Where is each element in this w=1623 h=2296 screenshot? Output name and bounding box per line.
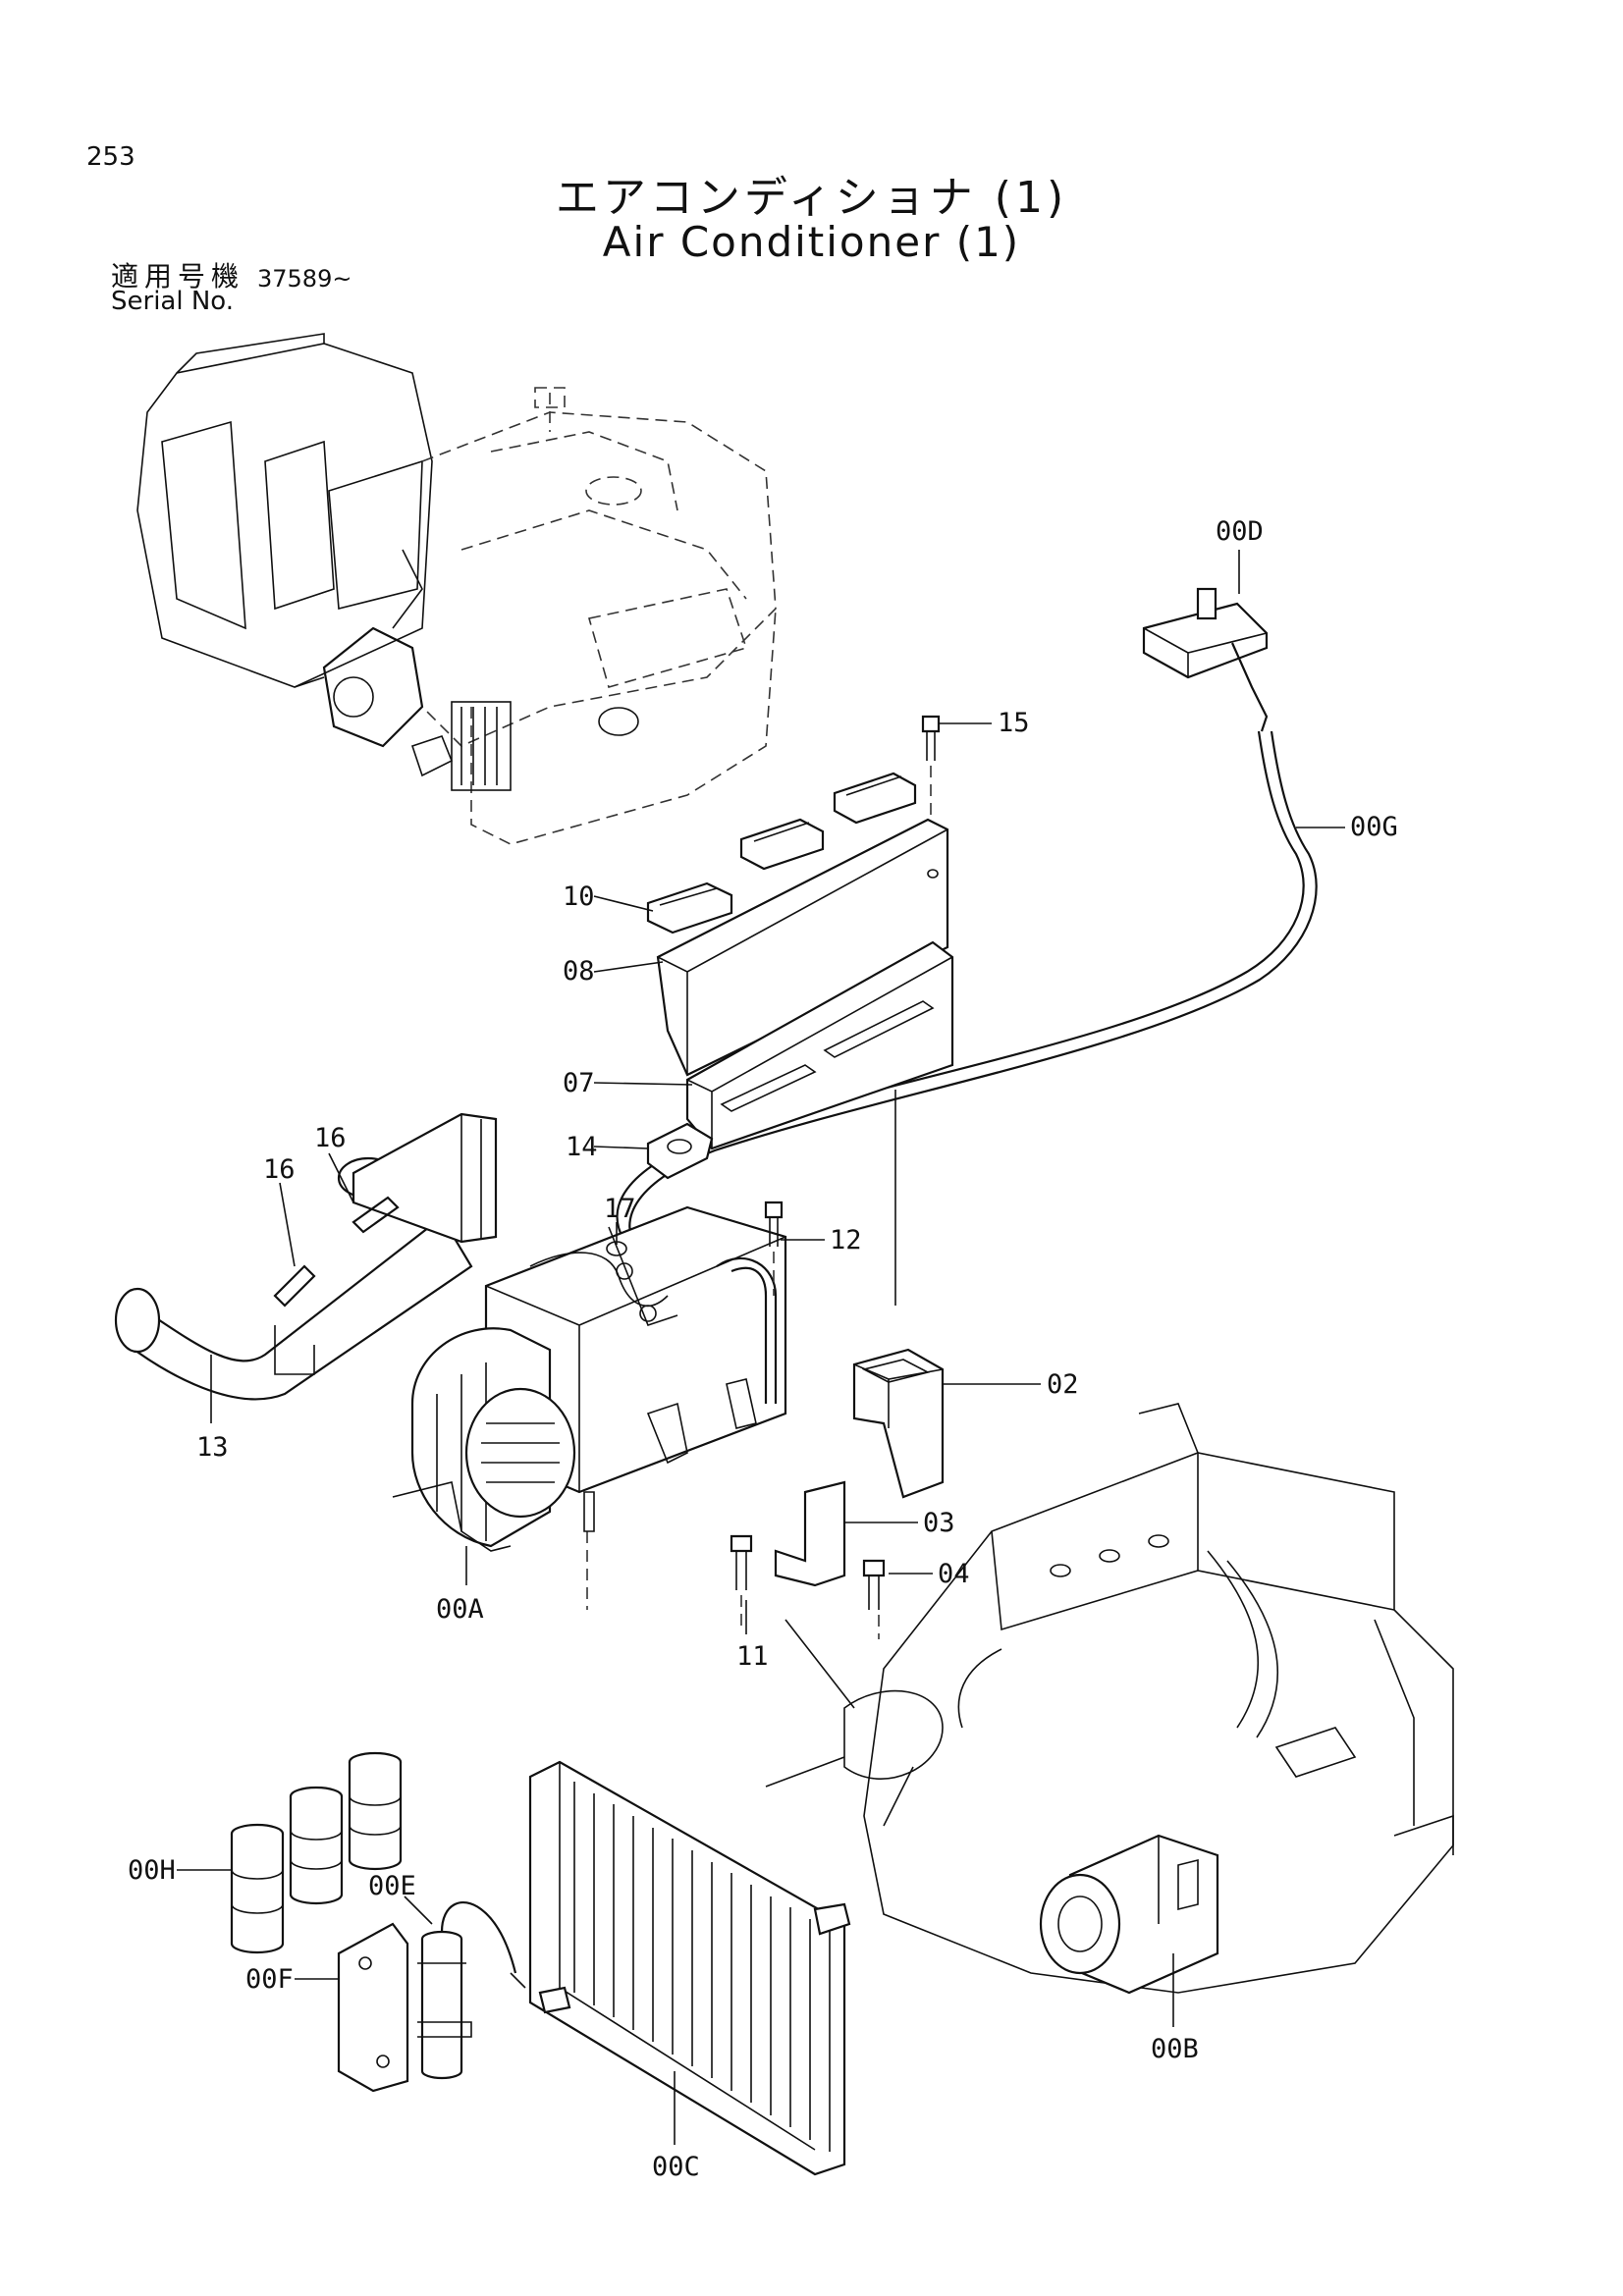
page-title-english: Air Conditioner (1)	[602, 218, 1021, 266]
serial-number-value: 37589~	[257, 265, 352, 293]
part-00D-control-switch	[1142, 587, 1269, 732]
callout-00F: 00F	[245, 1964, 294, 1995]
page-number: 253	[86, 142, 135, 172]
part-08-upper-duct	[656, 818, 949, 1077]
callout-08: 08	[563, 956, 595, 987]
part-11-bolt	[730, 1534, 880, 1639]
callout-04: 04	[938, 1559, 970, 1589]
callout-02: 02	[1047, 1369, 1079, 1400]
excavator-overview	[136, 333, 777, 845]
part-13-air-hose	[114, 1112, 498, 1401]
part-02-duct-elbow	[852, 1348, 945, 1499]
callout-11: 11	[736, 1641, 769, 1672]
callout-17: 17	[604, 1194, 636, 1224]
serial-label-english: Serial No.	[111, 287, 234, 316]
callout-16-lower: 16	[263, 1154, 296, 1185]
part-00B-compressor	[1039, 1834, 1219, 1995]
callout-00G: 00G	[1350, 812, 1398, 842]
part-04-bolt	[862, 1559, 886, 1610]
part-16-hose-clamps	[273, 1196, 400, 1308]
part-00E-receiver-drier	[417, 1900, 526, 2080]
part-07-lower-duct	[685, 940, 954, 1150]
callout-00D: 00D	[1216, 516, 1264, 547]
part-03-bracket	[774, 1480, 846, 1587]
callout-12: 12	[830, 1225, 862, 1255]
engine-assembly	[765, 1403, 1454, 1994]
callout-07: 07	[563, 1068, 595, 1098]
page-title-japanese: エアコンディショナ (1)	[555, 173, 1068, 223]
callout-00H: 00H	[128, 1855, 176, 1886]
part-12-bolt	[764, 1201, 784, 1296]
callout-16-upper: 16	[314, 1123, 347, 1153]
part-14-grommet	[646, 1122, 714, 1180]
callout-00B: 00B	[1151, 2034, 1199, 2064]
leader-lines	[177, 550, 1345, 2145]
callout-10: 10	[563, 881, 595, 912]
serial-label-japanese: 適用号機	[111, 260, 245, 293]
callout-14: 14	[566, 1132, 598, 1162]
callout-00E: 00E	[368, 1871, 416, 1901]
callout-00C: 00C	[652, 2152, 700, 2182]
part-10-vent-grilles	[646, 772, 917, 934]
callout-15: 15	[998, 708, 1030, 738]
part-00A-ac-unit	[392, 1205, 787, 1610]
callout-03: 03	[923, 1508, 955, 1538]
part-15-screw	[921, 715, 941, 815]
callout-13: 13	[196, 1432, 229, 1463]
part-00F-drier-bracket	[337, 1922, 409, 2093]
part-00C-condenser	[528, 1760, 851, 2176]
part-00H-filter-cartridges	[230, 1751, 403, 1954]
callout-00A: 00A	[436, 1594, 484, 1625]
